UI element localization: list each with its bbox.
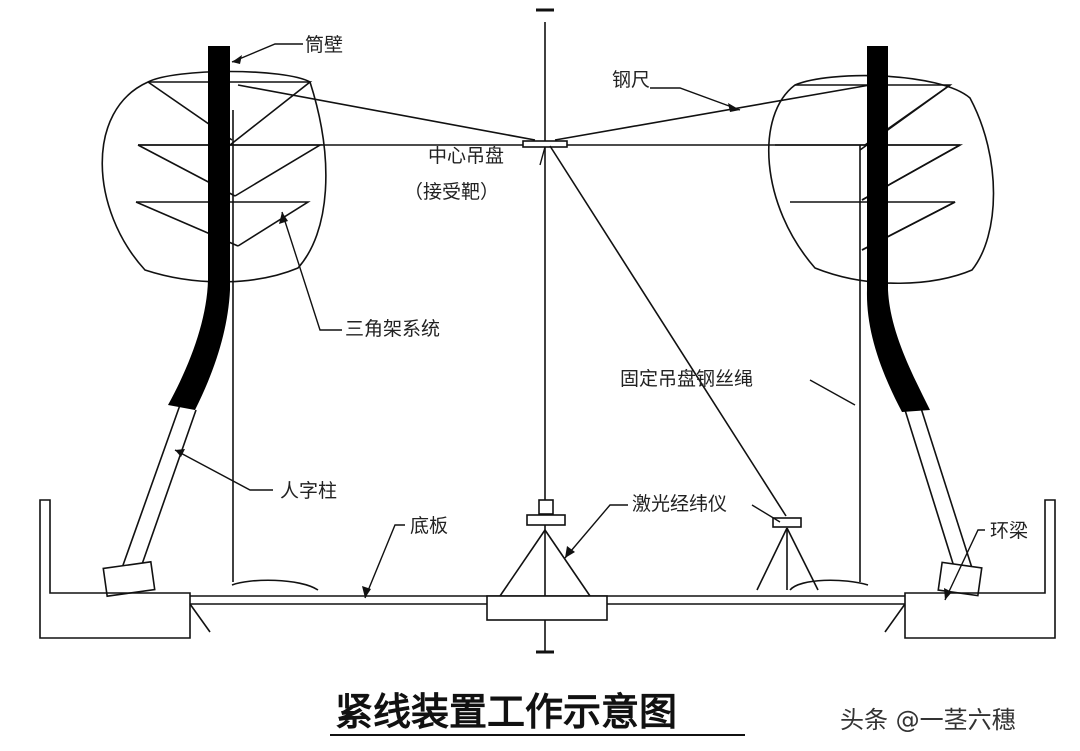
left-ring-wall xyxy=(39,499,191,639)
steel-ruler-left xyxy=(237,84,536,141)
label-herringbone-column: 人字柱 xyxy=(280,480,337,502)
label-center-plate: 中心吊盘 xyxy=(428,145,504,167)
left-herringbone-column xyxy=(102,404,197,598)
laser-theodolite-center xyxy=(499,499,591,597)
left-chimney-wall xyxy=(168,46,230,410)
label-base-plate: 底板 xyxy=(410,515,448,537)
right-ring-wall xyxy=(904,499,1056,639)
label-wall: 筒壁 xyxy=(305,34,343,56)
center-pedestal xyxy=(486,595,608,621)
diagram-title: 紧线装置工作示意图 xyxy=(335,690,677,734)
label-fixed-rope: 固定吊盘钢丝绳 xyxy=(620,368,753,390)
right-herringbone-column xyxy=(904,404,983,597)
leader-lines xyxy=(174,43,985,601)
right-bulb-outline xyxy=(768,74,995,285)
right-chimney-wall xyxy=(866,46,930,412)
plate-to-theodolite-line xyxy=(549,145,787,517)
label-ring-beam: 环梁 xyxy=(990,520,1028,542)
label-triangle-frame: 三角架系统 xyxy=(345,318,440,340)
steel-ruler-right xyxy=(554,84,871,141)
left-bulb-outline xyxy=(101,70,327,283)
label-laser-theodolite: 激光经纬仪 xyxy=(632,493,727,515)
laser-theodolite-right xyxy=(756,517,819,591)
watermark: 头条 @一茎六穗 xyxy=(840,706,1016,734)
center-plate xyxy=(522,140,568,148)
label-center-plate-target: （接受靶） xyxy=(404,181,499,203)
label-steel-ruler: 钢尺 xyxy=(612,69,650,91)
